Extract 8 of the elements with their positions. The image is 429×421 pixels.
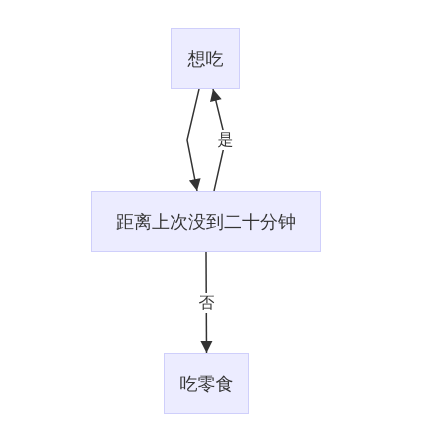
arrow bbox=[186, 88, 201, 192]
arrow bbox=[210, 88, 226, 192]
arrow bbox=[200, 252, 212, 353]
process-box: 吃零食 bbox=[164, 353, 249, 414]
process-box: 距离上次没到二十分钟 bbox=[91, 191, 321, 252]
edge-label: 是 bbox=[218, 130, 234, 150]
process-box: 想吃 bbox=[171, 28, 240, 89]
edge-label: 否 bbox=[198, 292, 214, 312]
